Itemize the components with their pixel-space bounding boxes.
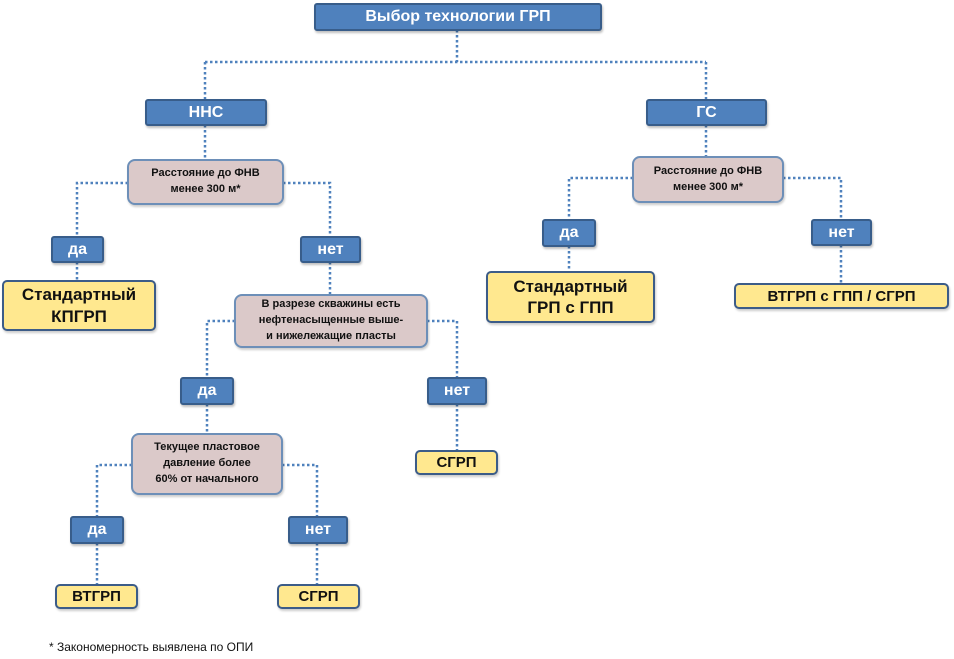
- no-label-nns: нет: [300, 236, 361, 263]
- result-vtgrp: ВТГРП: [55, 584, 138, 609]
- pressure-condition: Текущее пластовое давление более 60% от …: [131, 433, 283, 495]
- result-sgrp-1: СГРП: [415, 450, 498, 475]
- no-label-gs: нет: [811, 219, 872, 246]
- yes-label-nns: да: [51, 236, 104, 263]
- result-sgrp-2: СГРП: [277, 584, 360, 609]
- result-vtgrp-gpp-sgrp: ВТГРП с ГПП / СГРП: [734, 283, 949, 309]
- yes-label-pressure: да: [70, 516, 124, 544]
- nns-node: ННС: [145, 99, 267, 126]
- footnote: * Закономерность выявлена по ОПИ: [49, 640, 254, 654]
- gs-node: ГС: [646, 99, 767, 126]
- layers-condition: В разрезе скважины есть нефтенасыщенные …: [234, 294, 428, 348]
- yes-label-gs: да: [542, 219, 596, 247]
- yes-label-layers: да: [180, 377, 234, 405]
- fnv-distance-condition-nns: Расстояние до ФНВ менее 300 м*: [127, 159, 284, 205]
- no-label-pressure: нет: [288, 516, 348, 544]
- root-title: Выбор технологии ГРП: [314, 3, 602, 31]
- no-label-layers: нет: [427, 377, 487, 405]
- result-standard-kpgrp: Стандартный КПГРП: [2, 280, 156, 331]
- fnv-distance-condition-gs: Расстояние до ФНВ менее 300 м*: [632, 156, 784, 203]
- result-standard-grp-gpp: Стандартный ГРП с ГПП: [486, 271, 655, 323]
